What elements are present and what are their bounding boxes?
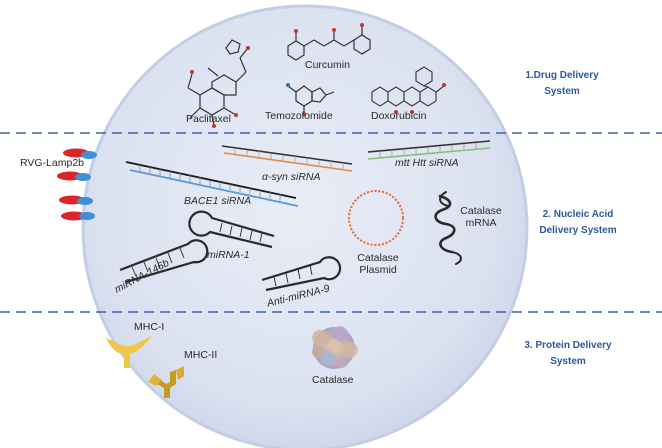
curcumin-label: Curcumin	[305, 59, 350, 71]
bace1-sirna-duplex	[125, 161, 299, 207]
mhc-ii-label: MHC-II	[184, 349, 218, 361]
catalase-mrna-label-line1: Catalase	[460, 205, 502, 217]
paclitaxel-structure-icon	[187, 39, 250, 128]
section-3-line1: 3. Protein Delivery	[524, 340, 612, 351]
catalase-mrna-label: Catalase mRNA	[458, 205, 504, 229]
catalase-plasmid-label-line2: Plasmid	[359, 263, 397, 276]
mtt-htt-sirna-label: mtt Htt siRNA	[395, 157, 459, 169]
catalase-plasmid-ring	[348, 190, 404, 246]
section-2-line1: 2. Nucleic Acid	[542, 209, 614, 220]
rvg-lamp2b-label: RVG-Lamp2b	[20, 157, 85, 169]
mhc-i-receptor-icon	[106, 336, 152, 368]
paclitaxel-label: Paclitaxel	[186, 113, 231, 125]
mirna-1-hairpin	[188, 210, 275, 249]
section-2-line2: Delivery System	[539, 224, 617, 236]
temozolomide-label: Temozolomide	[265, 110, 333, 122]
section-1-line2: System	[544, 85, 580, 97]
alpha-syn-sirna-duplex	[221, 145, 353, 172]
catalase-mrna-strand	[434, 191, 462, 265]
section-title-drug-delivery: 1.Drug Delivery System	[525, 68, 599, 99]
section-3-line2: System	[550, 355, 586, 367]
bace1-sirna-label: BACE1 siRNA	[184, 195, 252, 207]
anti-mirna-9-hairpin	[261, 256, 342, 292]
catalase-plasmid-label: Catalase Plasmid	[356, 252, 400, 276]
doxorubicin-label: Doxorubicin	[371, 110, 427, 122]
mhc-i-label: MHC-I	[134, 321, 165, 333]
catalase-protein-label: Catalase	[312, 374, 354, 386]
mtt-htt-sirna-duplex	[367, 140, 491, 160]
exosome-vesicle	[81, 4, 529, 448]
mhc-ii-receptor-icon	[148, 366, 184, 398]
catalase-protein-icon	[312, 326, 358, 369]
mirna-1-label: miRNA-1	[207, 249, 250, 261]
curcumin-structure-icon	[287, 23, 371, 61]
doxorubicin-structure-icon	[371, 66, 446, 114]
catalase-mrna-label-line2: mRNA	[465, 216, 497, 229]
section-title-nucleic-acid-delivery: 2. Nucleic Acid Delivery System	[532, 207, 624, 238]
alpha-syn-sirna-label: α-syn siRNA	[262, 171, 321, 183]
mirna-146b-hairpin	[119, 239, 209, 284]
section-title-protein-delivery: 3. Protein Delivery System	[520, 338, 616, 369]
rvg-lamp2b-peptides	[57, 148, 97, 221]
catalase-plasmid-label-line1: Catalase	[357, 252, 399, 264]
section-1-line1: 1.Drug Delivery	[525, 70, 599, 81]
temozolomide-structure-icon	[286, 83, 335, 116]
